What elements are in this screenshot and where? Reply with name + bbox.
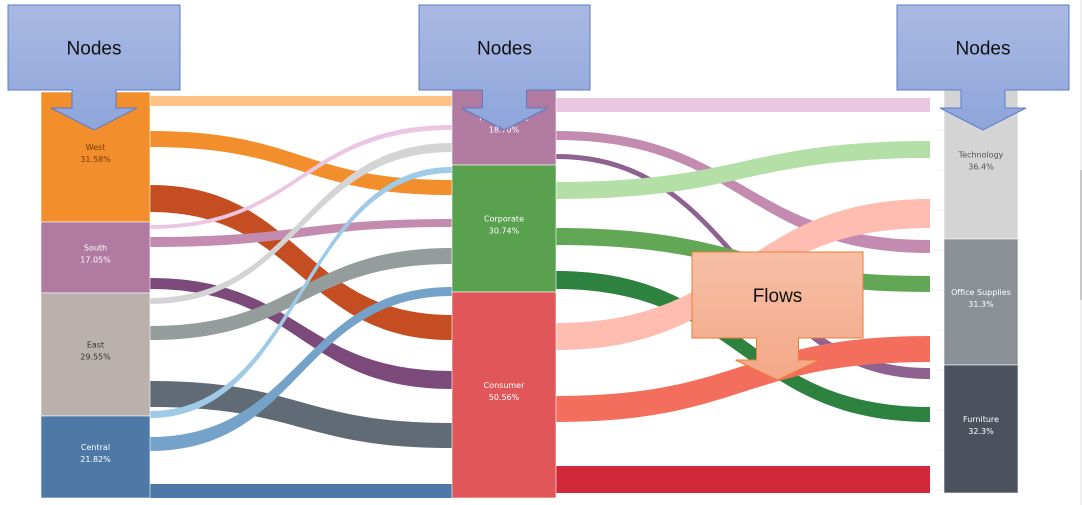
flow-home_office-to-technology[interactable] [556,98,930,112]
node-share: 32.3% [968,427,994,436]
node-share: 50.56% [489,393,520,402]
node-bar [943,364,1019,494]
flow-east-to-consumer[interactable] [150,381,452,448]
flows-layer [150,96,930,498]
flow-west-to-corporate[interactable] [150,131,452,195]
node-bar [943,238,1019,366]
scrollbar-thumb[interactable] [1080,170,1082,300]
node-label: Central [81,443,110,452]
flow-consumer-to-furniture[interactable] [556,466,930,493]
flow-corporate-to-furniture[interactable] [556,271,930,422]
grid-lines [936,129,944,491]
node-label: South [84,244,107,253]
node-south[interactable]: South 17.05% [40,221,151,294]
callout-text: Nodes [956,39,1011,60]
callout-text: Nodes [67,39,122,60]
flows-callout: Flows [691,251,864,381]
flow-south-to-home_office[interactable] [150,125,452,229]
node-share: 17.05% [80,256,111,265]
node-bar [451,291,557,499]
flow-home_office-to-office_supplies[interactable] [556,131,930,253]
node-share: 29.55% [80,353,111,362]
nodes-callout-right: Nodes [896,4,1070,131]
flow-corporate-to-technology[interactable] [556,141,930,199]
node-label: Office Supplies [951,288,1011,297]
flow-consumer-to-office_supplies[interactable] [556,336,930,422]
node-furniture[interactable]: Furniture 32.3% [943,364,1019,494]
node-share: 36.4% [968,163,994,172]
node-bar [451,164,557,293]
node-bar [40,415,151,499]
flow-west-to-consumer[interactable] [150,185,452,340]
node-share: 30.74% [489,227,520,236]
nodes-callout-middle: Nodes [418,4,591,131]
node-central[interactable]: Central 21.82% [40,415,151,499]
node-office_supplies[interactable]: Office Supplies 31.3% [943,238,1019,366]
node-bar [40,221,151,294]
nodes-callout-left: Nodes [7,4,181,131]
node-label: Technology [958,151,1004,160]
node-share: 21.82% [80,455,111,464]
node-label: East [87,341,104,350]
flow-south-to-corporate[interactable] [150,219,452,247]
callout-text: Nodes [477,39,532,60]
node-east[interactable]: East 29.55% [40,292,151,417]
node-share: 31.58% [80,155,111,164]
callout-arrow-shape [418,4,591,131]
flow-east-to-home_office[interactable] [150,143,452,304]
node-bar [40,292,151,417]
node-consumer[interactable]: Consumer 50.56% [451,291,557,499]
flow-west-to-home_office[interactable] [150,96,452,106]
callout-arrow-shape [7,4,181,131]
node-label: Furniture [963,415,999,424]
flow-central-to-consumer[interactable] [150,484,452,498]
flow-central-to-home_office[interactable] [150,167,452,418]
callout-text: Flows [753,286,803,307]
callout-arrow-shape [691,251,864,381]
callout-arrow-shape [896,4,1070,131]
node-label: West [86,143,106,152]
node-label: Consumer [484,381,526,390]
node-share: 31.3% [968,300,994,309]
flow-south-to-consumer[interactable] [150,278,452,389]
node-corporate[interactable]: Corporate 30.74% [451,164,557,293]
flow-central-to-corporate[interactable] [150,287,452,451]
node-label: Corporate [484,215,524,224]
nodes-layer: West 31.58% South 17.05% East 29.55% Central 21… [40,89,1019,499]
